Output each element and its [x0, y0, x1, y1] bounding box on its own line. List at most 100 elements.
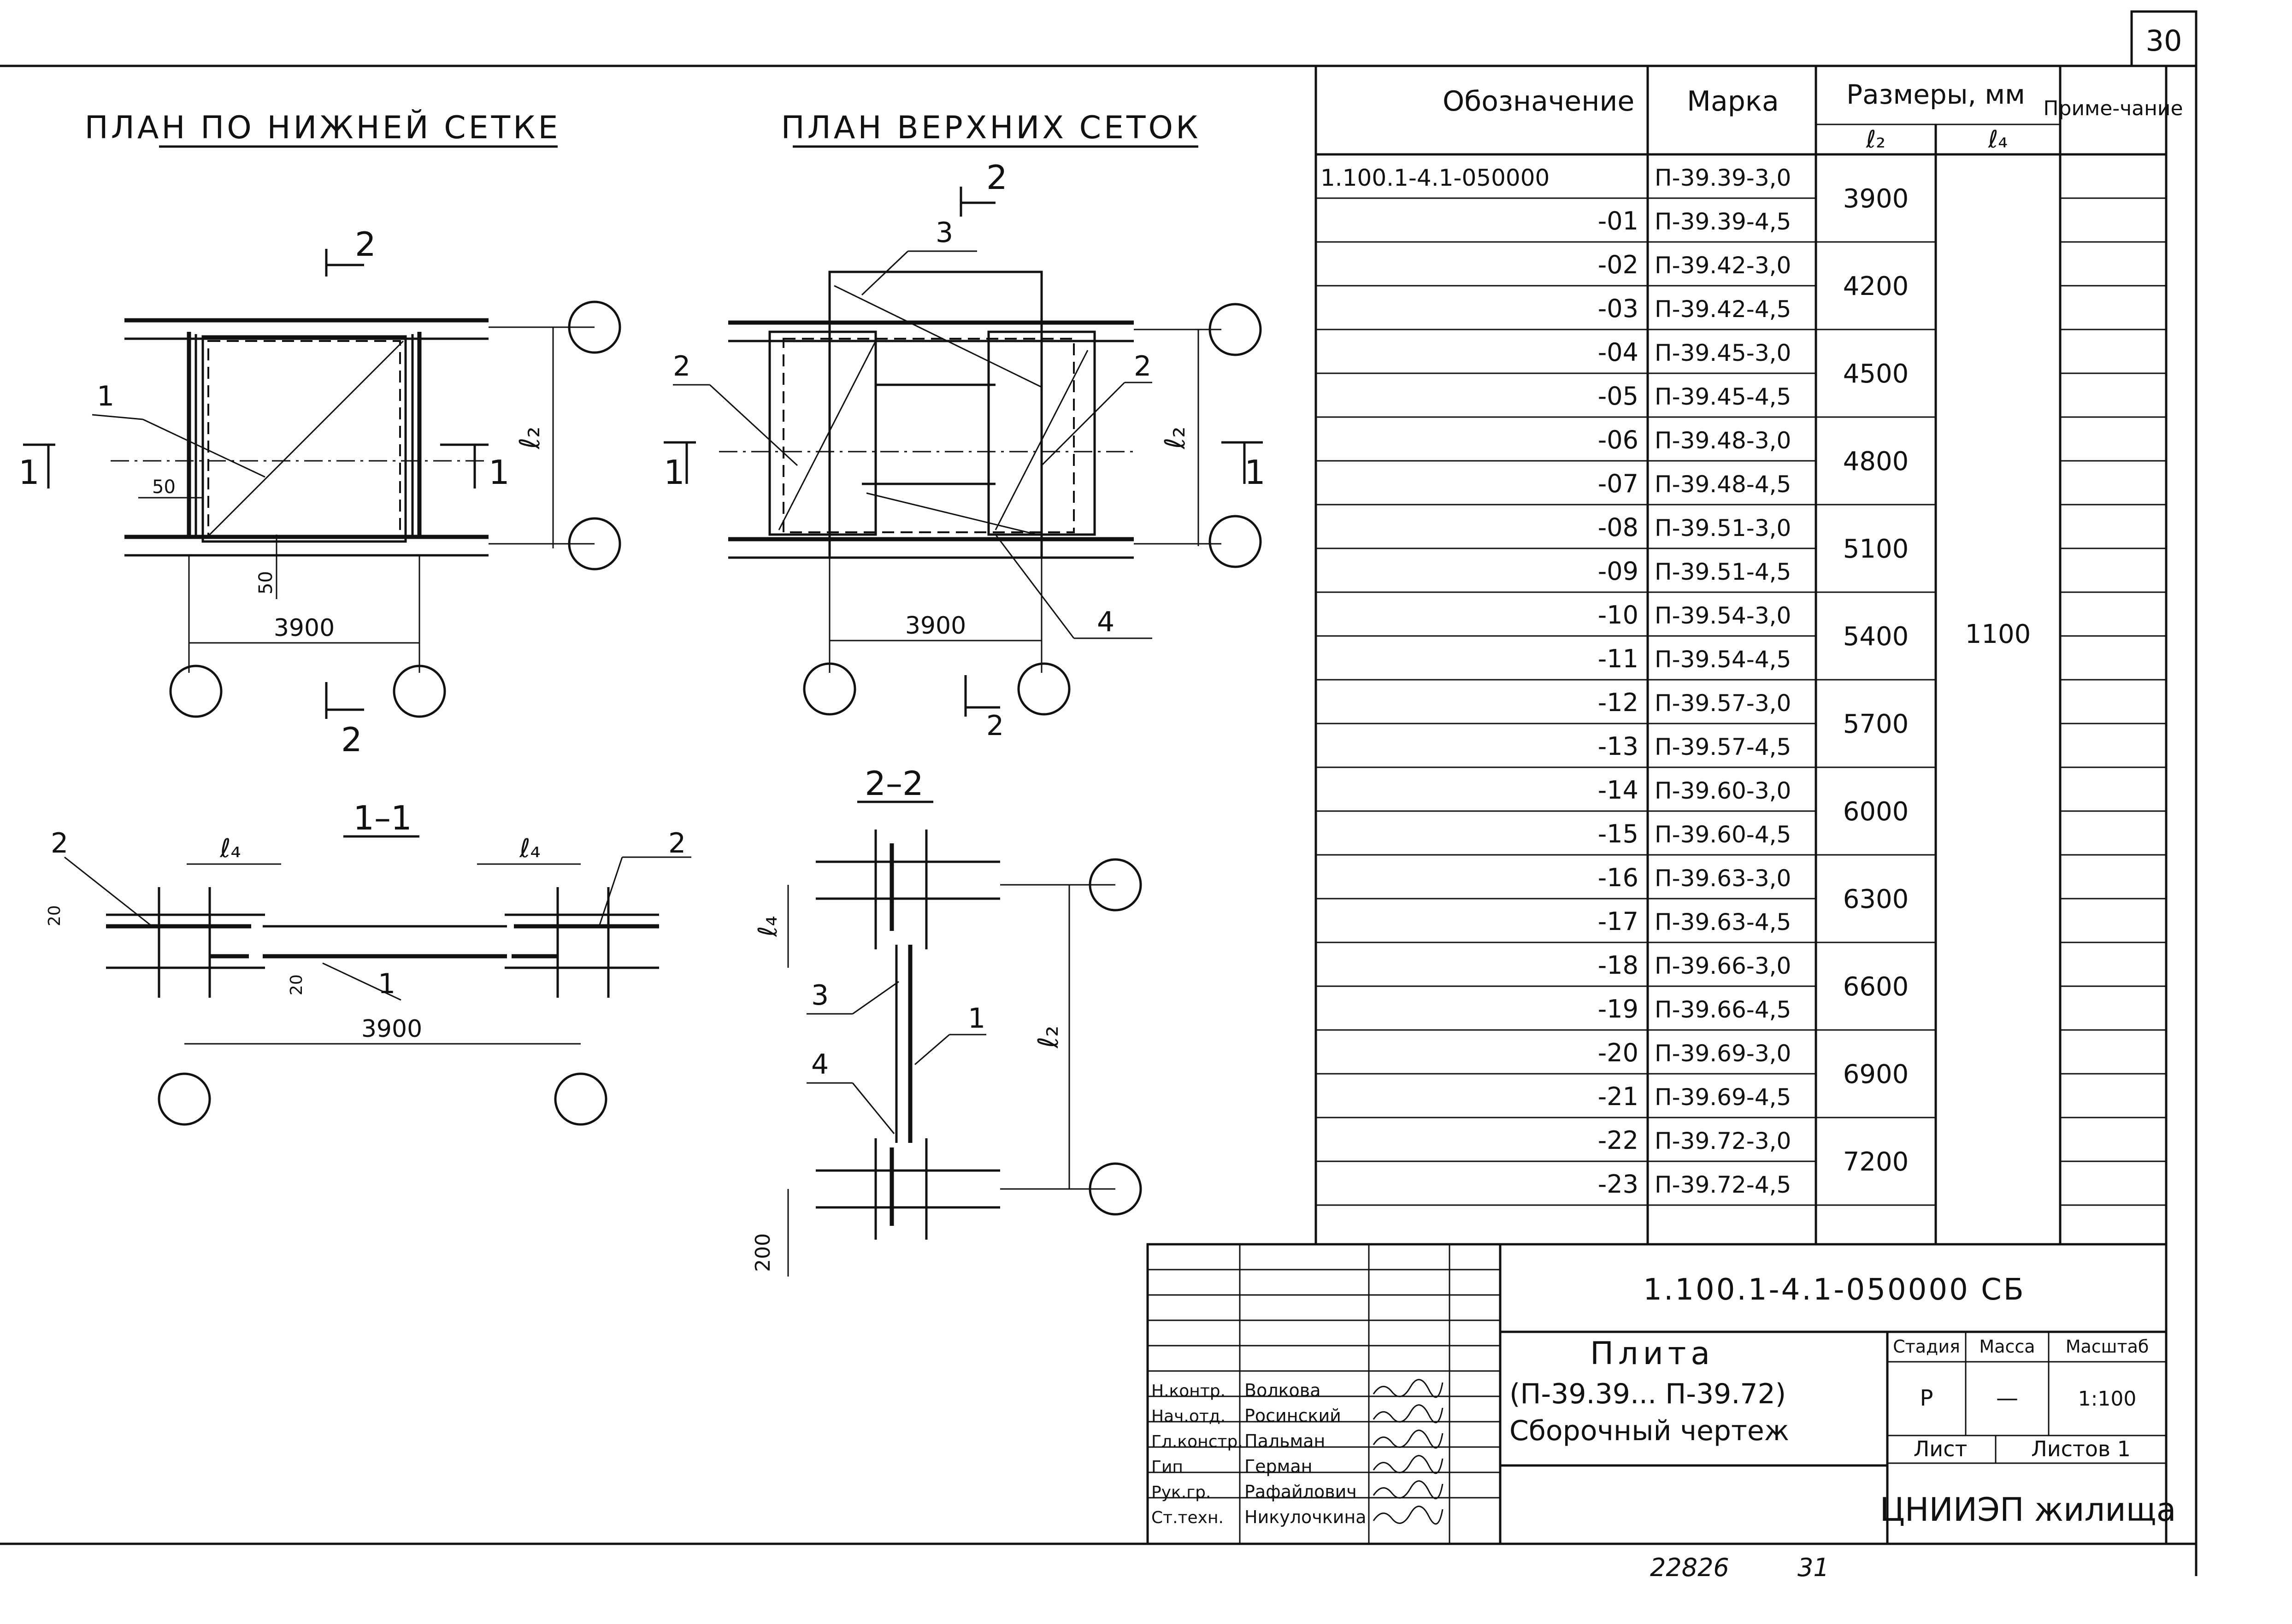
dim-width-3900: 3900: [274, 614, 335, 642]
section-mark-1-left: 1: [664, 453, 685, 492]
person-role: Гл.констр.: [1151, 1432, 1243, 1451]
person-name: Никулочкина: [1244, 1507, 1366, 1527]
cell-designation: -19: [1598, 994, 1638, 1024]
section-1-1-title: 1–1: [353, 799, 412, 837]
dim-height-l2: ℓ₂: [514, 427, 546, 450]
cell-designation: -23: [1598, 1170, 1638, 1199]
dim-l4-left: ℓ₄: [219, 834, 241, 864]
person-role: Н.контр.: [1151, 1382, 1226, 1400]
header-designation: Обозначение: [1443, 85, 1634, 118]
spec-table: Обозначение Марка Размеры, мм ℓ₂ ℓ₄ Прим…: [1314, 66, 2183, 1244]
dim-l4-top: ℓ₄: [753, 916, 783, 937]
stage-header: Стадия: [1893, 1336, 1960, 1357]
cell-designation: -01: [1598, 206, 1638, 235]
stage-value: Р: [1920, 1385, 1933, 1411]
signature-scribble: [1373, 1404, 1444, 1424]
dim-50-b: 50: [255, 571, 277, 594]
signature-scribble: [1373, 1506, 1444, 1525]
person-name: Пальман: [1244, 1431, 1325, 1451]
signature-scribble: [1373, 1455, 1444, 1474]
scale-value: 1:100: [2078, 1387, 2137, 1411]
dim-20-a: 20: [45, 905, 64, 926]
cell-designation: -07: [1598, 469, 1638, 498]
section-mark-2-top: 2: [355, 225, 376, 264]
footer-number: 22826: [1650, 1553, 1729, 1582]
cell-mark: П-39.42-3,0: [1655, 252, 1791, 279]
cell-l2: 6900: [1843, 1059, 1909, 1089]
cell-l2: 4200: [1843, 271, 1909, 301]
cell-l2: 7200: [1843, 1147, 1909, 1177]
cell-mark: П-39.45-4,5: [1655, 383, 1791, 410]
cell-designation: -22: [1598, 1126, 1638, 1155]
cell-designation: -05: [1598, 382, 1638, 411]
dim-50-a: 50: [152, 477, 176, 498]
section-mark-2-bottom: 2: [986, 710, 1004, 742]
person-role: Нач.отд.: [1151, 1407, 1226, 1426]
section-mark-1-left: 1: [18, 453, 40, 492]
cell-designation: -10: [1598, 600, 1638, 630]
cell-mark: П-39.63-3,0: [1655, 865, 1791, 892]
cell-designation: -09: [1598, 557, 1638, 586]
cell-mark: П-39.69-3,0: [1655, 1040, 1791, 1067]
signature-scribble: [1373, 1430, 1444, 1449]
header-note: Приме-чание: [2043, 97, 2183, 120]
section-mark-1-right: 1: [489, 453, 510, 492]
dim-l4-right: ℓ₄: [519, 834, 541, 864]
cell-l2: 5700: [1843, 709, 1909, 739]
cell-mark: П-39.66-4,5: [1655, 996, 1791, 1023]
dim-20-b: 20: [287, 974, 306, 995]
plan-top-title: ПЛАН ВЕРХНИХ СЕТОК: [781, 110, 1201, 146]
callout-1: 1: [968, 1002, 985, 1035]
plan-bottom-title: ПЛАН ПО НИЖНЕЙ СЕТКЕ: [85, 109, 561, 146]
cell-mark: П-39.66-3,0: [1655, 953, 1791, 979]
plan-bottom-drawing: ПЛАН ПО НИЖНЕЙ СЕТКЕ 2 2 1 1: [18, 109, 621, 759]
cell-designation: -16: [1598, 863, 1638, 892]
page-number: 30: [2146, 24, 2182, 58]
cell-l2: 5400: [1843, 622, 1909, 652]
cell-l2: 5100: [1843, 534, 1909, 564]
cell-l2: 6600: [1843, 972, 1909, 1002]
header-mark: Марка: [1687, 85, 1779, 118]
sheet-label: Лист: [1914, 1436, 1968, 1461]
cell-designation: -04: [1598, 338, 1638, 367]
callout-2-left: 2: [673, 350, 690, 382]
dim-width-3900: 3900: [361, 1015, 422, 1043]
cell-mark: П-39.51-3,0: [1655, 515, 1791, 541]
title-name-1: Плита: [1590, 1336, 1715, 1372]
organization: ЦНИИЭП жилища: [1880, 1491, 2176, 1529]
person-name: Росинский: [1244, 1406, 1341, 1426]
cell-mark: П-39.39-4,5: [1655, 208, 1791, 235]
callout-2-right: 2: [668, 827, 686, 859]
cell-mark: П-39.69-4,5: [1655, 1084, 1791, 1111]
person-name: Волкова: [1244, 1380, 1321, 1400]
callout-3: 3: [811, 979, 829, 1012]
dim-200: 200: [751, 1233, 775, 1272]
cell-l2: 4800: [1843, 447, 1909, 477]
dim-width-3900: 3900: [905, 612, 966, 640]
callout-4: 4: [1097, 606, 1114, 638]
callout-1: 1: [97, 380, 114, 412]
cell-designation: -03: [1598, 294, 1638, 323]
person-name: Герман: [1244, 1456, 1312, 1477]
section-mark-2-top: 2: [986, 158, 1008, 197]
section-2-2-drawing: 2–2 ℓ₄ ℓ₂ 200 3 4 1: [751, 764, 1142, 1277]
person-name: Рафайлович: [1244, 1482, 1357, 1502]
callout-4: 4: [811, 1048, 829, 1081]
cell-mark: П-39.42-4,5: [1655, 296, 1791, 323]
callout-2-left: 2: [51, 827, 68, 859]
header-l4: ℓ₄: [1988, 126, 2008, 153]
cell-designation: -20: [1598, 1038, 1638, 1067]
cell-mark: П-39.60-4,5: [1655, 821, 1791, 848]
cell-mark: П-39.48-3,0: [1655, 427, 1791, 454]
signature-scribble: [1373, 1480, 1444, 1500]
cell-mark: П-39.45-3,0: [1655, 340, 1791, 366]
section-mark-2-bottom: 2: [341, 720, 362, 759]
mass-header: Масса: [1979, 1336, 2035, 1357]
cell-designation: -18: [1598, 951, 1638, 980]
cell-l2: 3900: [1843, 184, 1909, 214]
callout-1: 1: [378, 968, 395, 1000]
cell-designation: -08: [1598, 513, 1638, 542]
cell-designation: -21: [1598, 1082, 1638, 1111]
